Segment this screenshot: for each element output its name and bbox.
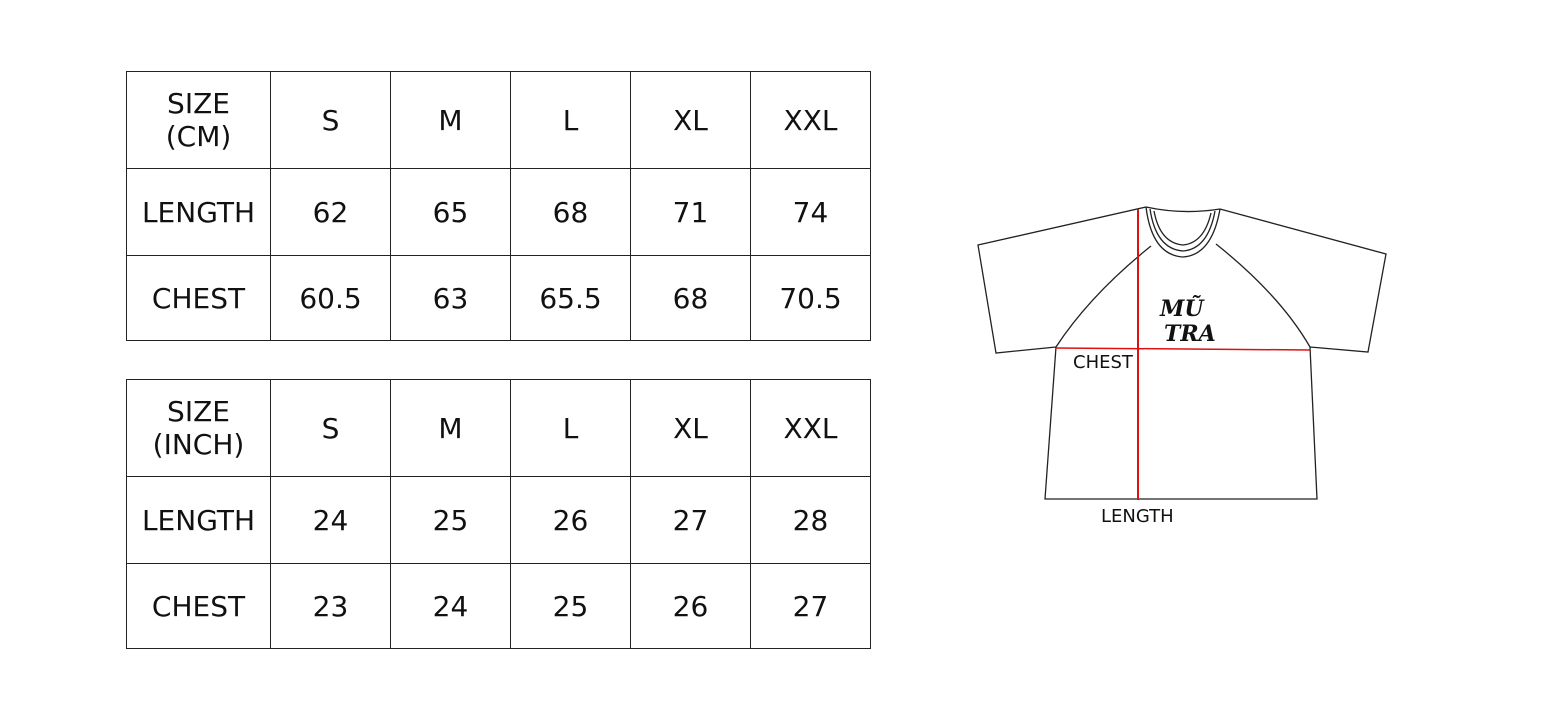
header-text: SIZE — [167, 87, 230, 120]
row-label: CHEST — [126, 563, 271, 649]
length-label: LENGTH — [1101, 506, 1174, 527]
size-s-header: S — [270, 71, 391, 169]
size-m-header: M — [390, 379, 511, 477]
table-row-length: LENGTH 62 65 68 71 74 — [126, 168, 871, 256]
cell: 25 — [390, 476, 511, 564]
chest-label: CHEST — [1073, 352, 1133, 373]
table-header-row: SIZE (INCH) S M L XL XXL — [126, 379, 871, 477]
svg-text:TRA: TRA — [1164, 321, 1216, 347]
table-row-length: LENGTH 24 25 26 27 28 — [126, 476, 871, 564]
table-row-chest: CHEST 60.5 63 65.5 68 70.5 — [126, 255, 871, 341]
size-table-cm: SIZE (CM) S M L XL XXL LENGTH 62 65 68 7… — [126, 71, 871, 341]
table-header-row: SIZE (CM) S M L XL XXL — [126, 71, 871, 169]
cell: 74 — [750, 168, 871, 256]
unit-header-cell: SIZE (INCH) — [126, 379, 271, 477]
size-xl-header: XL — [630, 71, 751, 169]
header-text: SIZE — [167, 395, 230, 428]
size-s-header: S — [270, 379, 391, 477]
cell: 25 — [510, 563, 631, 649]
row-label: LENGTH — [126, 168, 271, 256]
cell: 65.5 — [510, 255, 631, 341]
cell: 65 — [390, 168, 511, 256]
size-xxl-header: XXL — [750, 379, 871, 477]
cell: 63 — [390, 255, 511, 341]
cell: 24 — [390, 563, 511, 649]
cell: 23 — [270, 563, 391, 649]
size-l-header: L — [510, 379, 631, 477]
svg-text:MŨ: MŨ — [1159, 295, 1205, 322]
row-label: LENGTH — [126, 476, 271, 564]
cell: 62 — [270, 168, 391, 256]
size-m-header: M — [390, 71, 511, 169]
unit-header-cell: SIZE (CM) — [126, 71, 271, 169]
brand-logo-icon: MŨ TRA — [1159, 295, 1216, 347]
cell: 27 — [630, 476, 751, 564]
unit-text: (CM) — [165, 120, 232, 153]
chest-measure-line — [1055, 347, 1311, 351]
cell: 24 — [270, 476, 391, 564]
cell: 28 — [750, 476, 871, 564]
size-l-header: L — [510, 71, 631, 169]
row-label: CHEST — [126, 255, 271, 341]
cell: 68 — [510, 168, 631, 256]
table-row-chest: CHEST 23 24 25 26 27 — [126, 563, 871, 649]
cell: 70.5 — [750, 255, 871, 341]
tshirt-outline-icon — [977, 206, 1387, 500]
cell: 26 — [510, 476, 631, 564]
size-table-inch: SIZE (INCH) S M L XL XXL LENGTH 24 25 26… — [126, 379, 871, 649]
cell: 68 — [630, 255, 751, 341]
size-xxl-header: XXL — [750, 71, 871, 169]
cell: 60.5 — [270, 255, 391, 341]
unit-text: (INCH) — [152, 428, 245, 461]
cell: 27 — [750, 563, 871, 649]
cell: 26 — [630, 563, 751, 649]
tshirt-diagram: MŨ TRA — [977, 206, 1387, 500]
size-xl-header: XL — [630, 379, 751, 477]
cell: 71 — [630, 168, 751, 256]
